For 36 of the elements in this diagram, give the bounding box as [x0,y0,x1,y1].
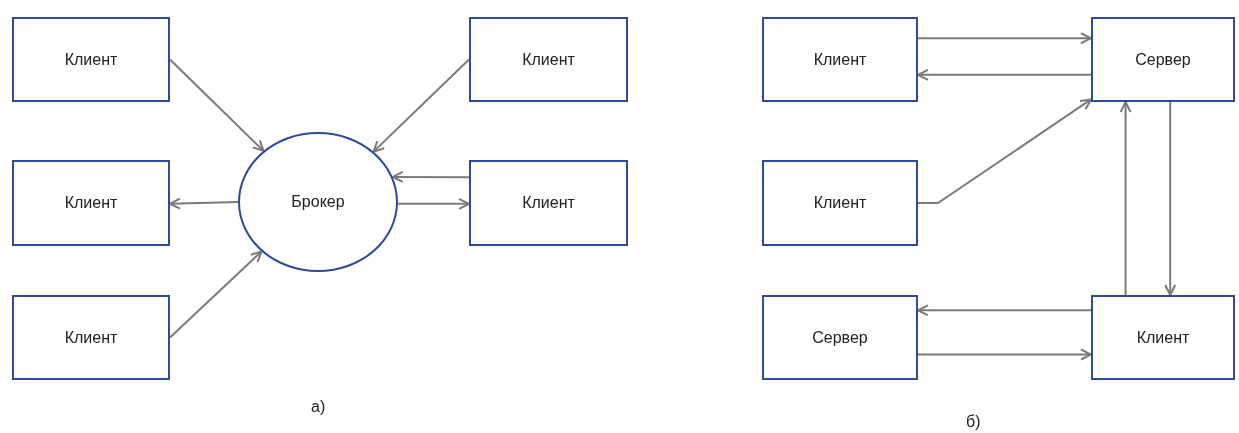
arrow [169,58,265,152]
node-label: Клиент [522,50,575,69]
arrow [372,58,470,153]
process-box [1091,295,1235,380]
arrow [396,197,470,210]
process-box [12,295,170,380]
process-box [762,295,918,380]
panel-label: б) [966,413,981,431]
arrow [917,98,1092,204]
node-label: Клиент [813,194,867,212]
arrow [391,170,470,183]
process-box [1091,17,1235,102]
arrow [1164,101,1177,296]
node-label: Сервер [1135,50,1191,69]
node-label: Клиент [1136,328,1190,347]
arrow [169,197,239,210]
node-label: Сервер [812,328,868,347]
arrow [917,32,1092,45]
node-label: Клиент [64,194,118,212]
arrow [169,250,263,339]
node-label: Клиент [64,50,118,69]
node-label: Клиент [64,328,118,347]
process-box [469,17,628,102]
arrow [917,304,1092,317]
node-label: Клиент [522,194,575,212]
node-label: Клиент [813,50,867,69]
panel-label: а) [311,398,326,416]
arrow [1119,101,1132,296]
process-box [762,160,918,246]
process-box [12,160,170,246]
arrow [917,68,1092,81]
process-box [12,17,170,102]
arrow [917,348,1092,361]
process-box [469,160,628,246]
process-box [762,17,918,102]
node-label: Брокер [291,193,345,211]
